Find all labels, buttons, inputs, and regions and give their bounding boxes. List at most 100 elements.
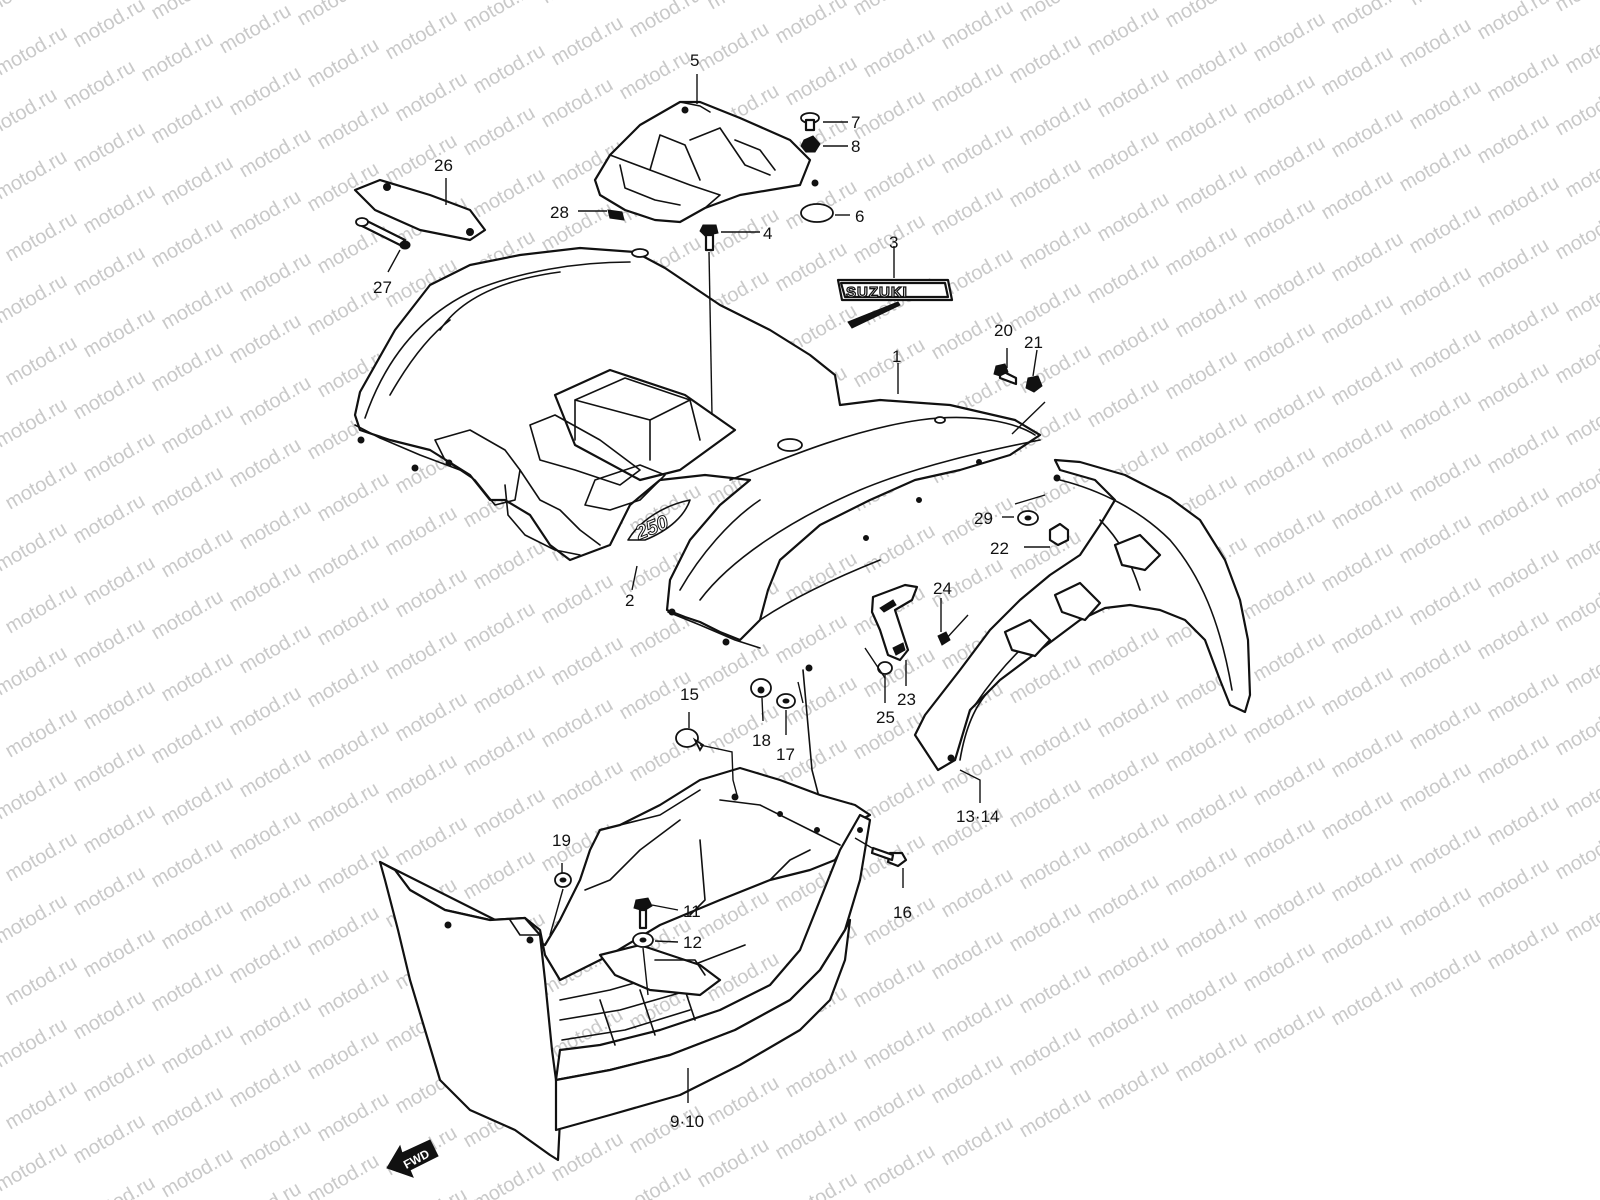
- callout-2: 2: [625, 591, 634, 610]
- watermark-text: motod.ru: [148, 1082, 227, 1141]
- washer-17[interactable]: [776, 693, 796, 709]
- grommet-18[interactable]: [750, 678, 772, 698]
- clip-7[interactable]: [800, 112, 820, 132]
- watermark-text: motod.ru: [850, 0, 929, 20]
- watermark-text: motod.ru: [1406, 696, 1485, 755]
- watermark-text: motod.ru: [2, 580, 81, 639]
- watermark-text: motod.ru: [226, 930, 305, 989]
- block-28[interactable]: [607, 209, 625, 221]
- watermark-text: motod.ru: [1328, 0, 1407, 38]
- washer-12[interactable]: [632, 932, 654, 948]
- watermark-text: motod.ru: [538, 0, 617, 8]
- watermark-text: motod.ru: [1406, 324, 1485, 383]
- watermark-text: motod.ru: [1484, 668, 1563, 727]
- watermark-text: motod.ru: [1484, 916, 1563, 975]
- watermark-text: motod.ru: [928, 926, 1007, 985]
- watermark-text: motod.ru: [0, 766, 71, 825]
- bolt-16[interactable]: [870, 846, 908, 868]
- watermark-text: motod.ru: [548, 12, 627, 71]
- watermark-text: motod.ru: [216, 0, 295, 58]
- watermark-text: motod.ru: [1396, 14, 1475, 73]
- watermark-text: motod.ru: [148, 214, 227, 273]
- rear-mudguard[interactable]: [913, 458, 1252, 772]
- watermark-text: motod.ru: [1250, 8, 1329, 67]
- watermark-text: motod.ru: [1552, 82, 1600, 141]
- watermark-text: motod.ru: [1318, 910, 1397, 969]
- watermark-text: motod.ru: [1084, 250, 1163, 309]
- watermark-text: motod.ru: [1172, 904, 1251, 963]
- storage-cover[interactable]: [593, 100, 819, 224]
- nut-21[interactable]: [1025, 375, 1043, 393]
- watermark-text: motod.ru: [1172, 36, 1251, 95]
- watermark-text: motod.ru: [1094, 932, 1173, 991]
- watermark-text: motod.ru: [1318, 166, 1397, 225]
- watermark-text: motod.ru: [304, 654, 383, 713]
- screw-24[interactable]: [937, 614, 969, 646]
- watermark-text: motod.ru: [80, 428, 159, 487]
- watermark-text: motod.ru: [1240, 690, 1319, 749]
- callout-labels: 5 7 8 6 26 28 27 4 3 1 20 21 29 22 2 24 …: [373, 51, 1043, 1131]
- nut-22[interactable]: [1048, 522, 1070, 547]
- watermark-text: motod.ru: [1172, 408, 1251, 467]
- bolt-20[interactable]: [993, 363, 1018, 386]
- nut-8[interactable]: [800, 135, 821, 153]
- watermark-text: motod.ru: [1484, 48, 1563, 107]
- watermark-text: motod.ru: [928, 58, 1007, 117]
- watermark-text: motod.ru: [0, 1014, 71, 1073]
- watermark-text: motod.ru: [314, 468, 393, 527]
- watermark-text: motod.ru: [158, 1020, 237, 1079]
- watermark-text: motod.ru: [850, 954, 929, 1013]
- watermark-text: motod.ru: [704, 0, 783, 14]
- bolt-11[interactable]: [633, 897, 653, 930]
- fastener-15[interactable]: [675, 728, 705, 752]
- watermark-text: motod.ru: [314, 592, 393, 651]
- callout-5: 5: [690, 51, 699, 70]
- watermark-text: motod.ru: [1484, 792, 1563, 851]
- watermark-text: motod.ru: [1162, 98, 1241, 157]
- watermark-text: motod.ru: [1474, 482, 1553, 541]
- watermark-text: motod.ru: [70, 614, 149, 673]
- watermark-text: motod.ru: [1006, 1022, 1085, 1081]
- pad-26[interactable]: [353, 178, 487, 242]
- watermark-text: motod.ru: [1250, 876, 1329, 935]
- watermark-text: motod.ru: [1094, 684, 1173, 743]
- watermark-text: motod.ru: [236, 124, 315, 183]
- watermark-text: motod.ru: [1250, 628, 1329, 687]
- watermark-text: motod.ru: [1552, 702, 1600, 761]
- watermark-text: motod.ru: [70, 1110, 149, 1169]
- bolt-4[interactable]: [699, 224, 719, 252]
- spacer-27[interactable]: [355, 217, 411, 250]
- watermark-text: motod.ru: [304, 902, 383, 961]
- watermark-text: motod.ru: [538, 570, 617, 629]
- watermark-text: motod.ru: [538, 74, 617, 133]
- footrest-panel[interactable]: [378, 766, 872, 1162]
- emblem-text: SUZUKI: [846, 284, 908, 301]
- suzuki-emblem[interactable]: SUZUKI: [836, 278, 954, 329]
- watermark-text: motod.ru: [782, 1168, 861, 1200]
- callout-28: 28: [550, 203, 569, 222]
- watermark-text: motod.ru: [1406, 572, 1485, 631]
- watermark-text: motod.ru: [80, 1048, 159, 1107]
- watermark-text: motod.ru: [860, 148, 939, 207]
- watermark-text: motod.ru: [1094, 1056, 1173, 1115]
- watermark-text: motod.ru: [70, 0, 149, 52]
- callout-13-14: 13·14: [956, 807, 999, 826]
- watermark-text: motod.ru: [70, 738, 149, 797]
- callout-24: 24: [933, 579, 952, 598]
- washer-19[interactable]: [554, 872, 572, 888]
- watermark-text: motod.ru: [392, 1184, 471, 1200]
- washer-29[interactable]: [1017, 510, 1039, 526]
- watermark-text: motod.ru: [1250, 380, 1329, 439]
- bracket-23[interactable]: [870, 583, 919, 662]
- washer-25[interactable]: [877, 661, 893, 675]
- watermark-text: motod.ru: [548, 756, 627, 815]
- watermark-text: motod.ru: [1084, 870, 1163, 929]
- plug-6[interactable]: [800, 203, 834, 223]
- watermark-text: motod.ru: [1396, 634, 1475, 693]
- watermark-text: motod.ru: [0, 0, 61, 18]
- watermark-text: motod.ru: [236, 744, 315, 803]
- watermark-text: motod.ru: [304, 34, 383, 93]
- callout-22: 22: [990, 539, 1009, 558]
- rear-fender[interactable]: 250: [353, 246, 1042, 672]
- watermark-text: motod.ru: [80, 676, 159, 735]
